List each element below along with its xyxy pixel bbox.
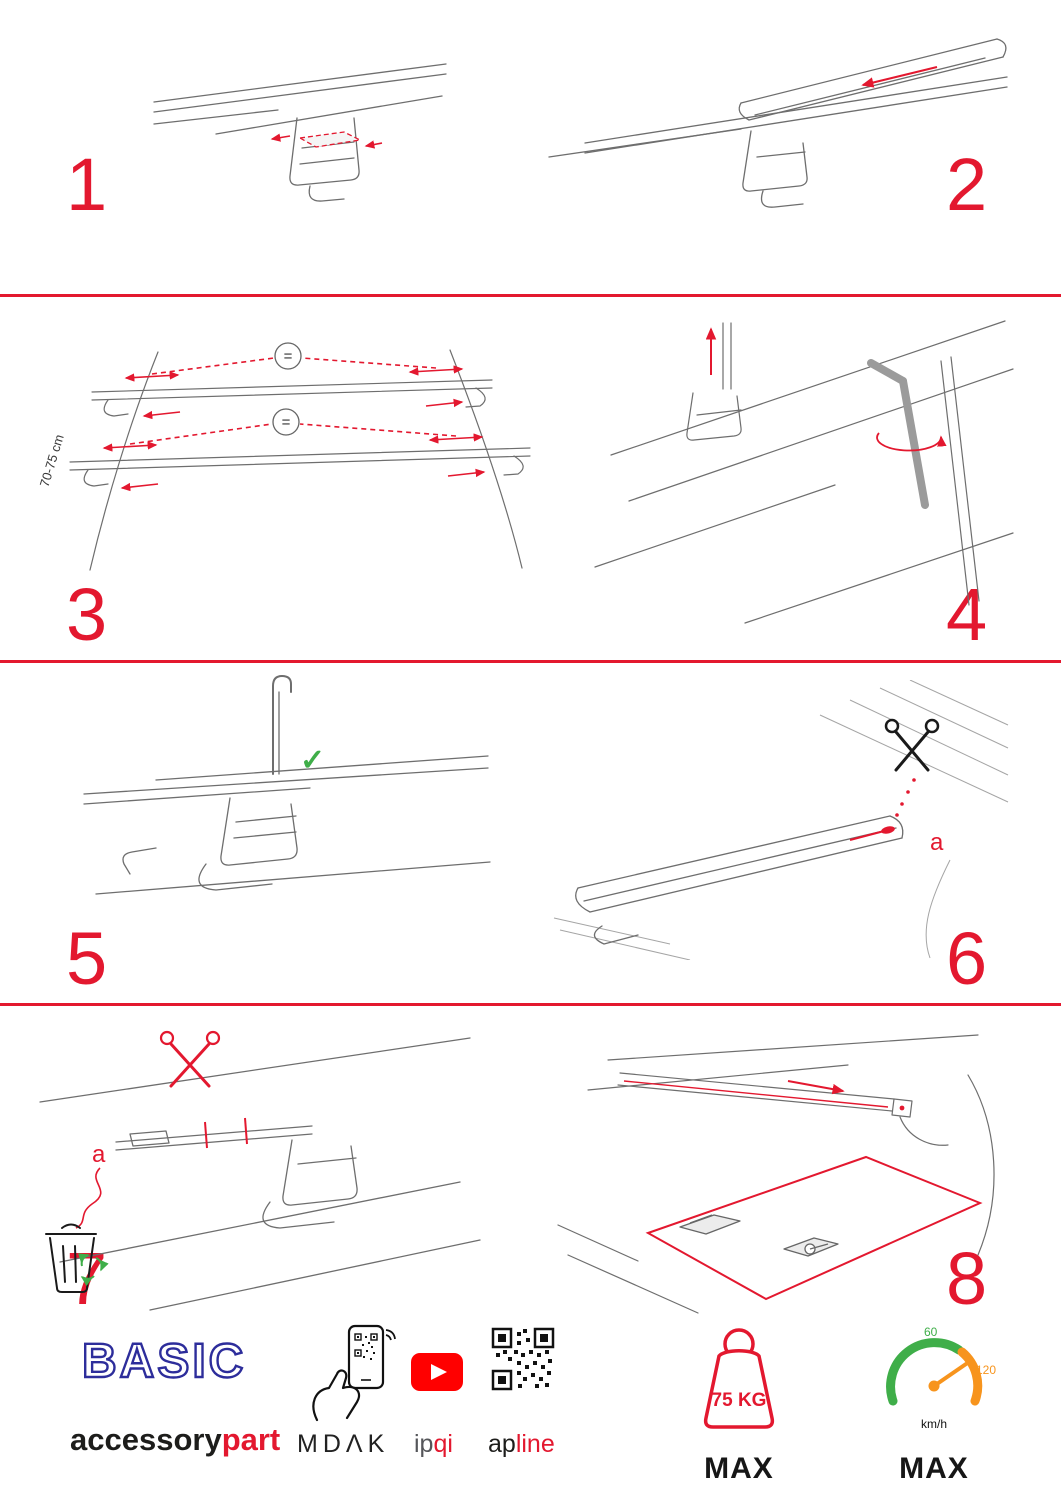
divider-3: [0, 1003, 1061, 1006]
cut-marks: [204, 1117, 248, 1149]
video-label-right: qi: [433, 1430, 453, 1458]
trash-bin-icon: [45, 1223, 97, 1293]
cut-label-a: a: [930, 829, 944, 856]
step-1-number: 1: [66, 143, 108, 226]
slide-arrow: [787, 1080, 845, 1095]
speed-high: 120: [976, 1363, 996, 1377]
equal-sign-top: =: [284, 348, 293, 365]
speed-max-label: MAX: [899, 1452, 969, 1485]
scissors-icon: [884, 718, 940, 772]
step-7-illustration: a: [39, 1030, 481, 1311]
detail-frame: [645, 1155, 983, 1301]
qr-label-right: line: [515, 1430, 555, 1458]
qr-code-icon: [491, 1327, 555, 1391]
step-6-number: 6: [946, 917, 988, 1000]
clamp-plate-highlight: [270, 131, 383, 149]
brand-sub-left: accessory: [70, 1422, 222, 1457]
slide-arrow: [861, 66, 938, 88]
phone-qr-pattern: [354, 1333, 378, 1381]
step-1-illustration: [153, 63, 447, 202]
step-2-illustration: [548, 38, 1008, 208]
scan-label: MDΛK: [297, 1430, 390, 1458]
brand-accessorypart: accessorypart: [70, 1422, 280, 1458]
weight-icon: 75 KG: [703, 1328, 775, 1429]
brand-basic: BASIC: [81, 1334, 247, 1389]
weight-max-label: MAX: [704, 1452, 774, 1485]
strip-line: [623, 1080, 889, 1108]
step-3-number: 3: [66, 573, 108, 656]
allen-key: [867, 359, 929, 509]
equal-badge-top: [274, 342, 302, 370]
weight-value: 75 KG: [712, 1390, 767, 1411]
check-icon: ✓: [300, 744, 325, 777]
fix-point: [899, 1105, 905, 1111]
signal-waves: [385, 1329, 396, 1341]
step-8-number: 8: [946, 1237, 988, 1320]
step-5-illustration: ✓: [83, 675, 491, 895]
video-label-left: ip: [414, 1430, 434, 1458]
step-4-number: 4: [946, 573, 988, 656]
cut-dots: [895, 778, 916, 817]
discard-squiggle: [75, 1167, 102, 1229]
equal-badge-bottom: [272, 408, 300, 436]
divider-1: [0, 294, 1061, 297]
step-5-number: 5: [66, 917, 108, 1000]
clamp-parts: [679, 1214, 839, 1257]
dimension-arrows: [102, 357, 486, 492]
step-2-number: 2: [946, 143, 988, 226]
recycle-icon: [78, 1253, 109, 1287]
needle: [932, 1362, 968, 1388]
step-3-illustration: = = 70-75 cm: [37, 342, 531, 571]
step-4-illustration: [594, 320, 1014, 624]
qr-label-left: ap: [488, 1430, 516, 1458]
video-label: ipqi: [414, 1430, 453, 1459]
youtube-icon: [411, 1353, 463, 1391]
crossbar: [575, 815, 904, 945]
speedometer-icon: 60 120 km/h: [886, 1325, 996, 1431]
scan-phone-icon: [312, 1324, 396, 1422]
step-8-illustration: [557, 1034, 995, 1314]
speed-low: 60: [924, 1325, 938, 1339]
divider-2: [0, 660, 1061, 663]
hand-icon: [312, 1369, 361, 1422]
measure-label: 70-75 cm: [37, 433, 67, 489]
step-6-illustration: a: [553, 680, 1009, 960]
cut-label-a: a: [92, 1141, 106, 1168]
qr-label: apline: [488, 1430, 555, 1459]
brand-sub-right: part: [221, 1422, 281, 1457]
strip-end-highlight: [881, 826, 895, 834]
rotate-arrow: [876, 432, 947, 452]
equal-sign-bottom: =: [282, 414, 291, 431]
speed-unit: km/h: [921, 1417, 947, 1431]
scissors-red-icon: [159, 1030, 221, 1088]
